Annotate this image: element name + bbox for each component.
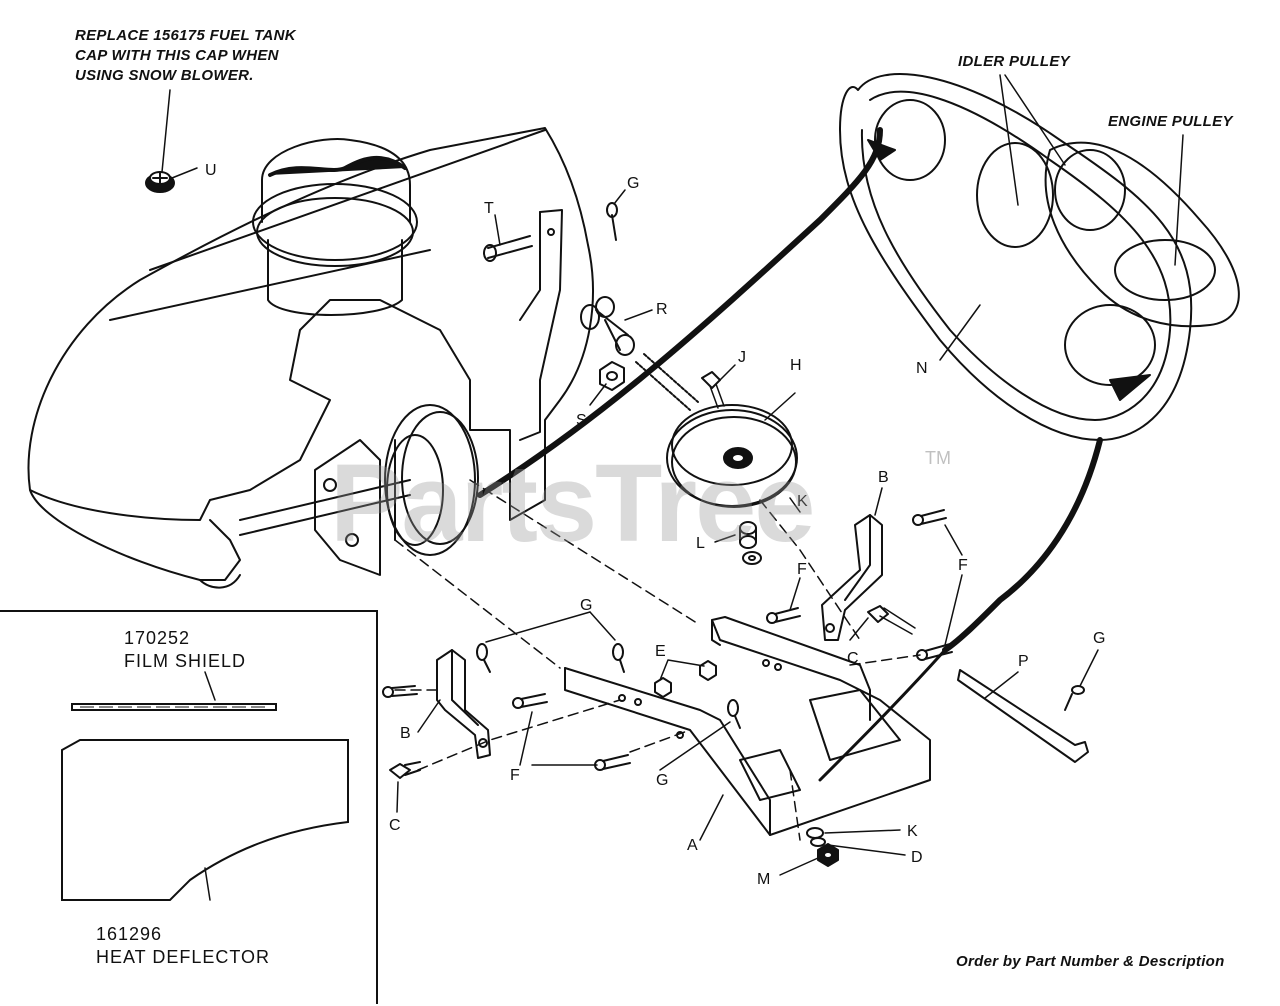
drive-pulley-left <box>384 404 479 556</box>
part-k-washer-top <box>742 551 762 565</box>
callout-c: C <box>389 817 401 834</box>
callout-d: D <box>911 849 923 866</box>
part-n-belt <box>477 73 1240 782</box>
part-h-idler-pulley <box>666 404 798 508</box>
part-r-spacer <box>580 296 635 356</box>
part-d-lockwasher <box>810 837 826 847</box>
callout-m: M <box>757 871 770 888</box>
callout-j: J <box>738 349 746 366</box>
callout-h: H <box>790 357 802 374</box>
fuel-cap-ring <box>252 183 418 261</box>
callout-labels: U T G R S J H N B K L F F C P G G E B C … <box>205 162 1105 888</box>
callout-e: E <box>655 643 666 660</box>
part-bolt-left-b <box>382 685 418 698</box>
callout-n: N <box>916 360 928 377</box>
fuel-cap <box>261 138 411 223</box>
callout-g: G <box>580 597 592 614</box>
part-g-pin-left-b <box>612 643 625 673</box>
part-j-bolt <box>701 371 725 409</box>
callout-g: G <box>627 175 639 192</box>
watermark: PartsTree <box>330 442 815 565</box>
part-p-pin <box>957 669 1089 763</box>
part-k-washer-bottom <box>806 827 824 839</box>
leader-lines <box>161 74 1184 901</box>
film-shield-name: FILM SHIELD <box>124 651 247 671</box>
callout-b: B <box>400 725 411 742</box>
callout-c: C <box>847 650 859 667</box>
order-by-note: Order by Part Number & Description <box>956 953 1225 970</box>
part-f-pin-mid <box>766 607 801 624</box>
part-a-hitch-frame <box>564 616 931 836</box>
callout-k: K <box>797 493 808 510</box>
callout-t: T <box>484 200 494 217</box>
part-g-pin-left-a <box>476 643 491 673</box>
part-g-pin-top <box>606 202 618 241</box>
part-b-bracket-right <box>821 514 883 641</box>
tractor-hood <box>27 127 594 521</box>
part-u-cap <box>145 171 175 193</box>
callout-k: K <box>907 823 918 840</box>
callout-p: P <box>1018 653 1029 670</box>
heat-deflector-number: 161296 <box>96 924 163 944</box>
part-l-spacer <box>739 521 757 549</box>
callout-b: B <box>878 469 889 486</box>
tractor-nose <box>29 489 241 581</box>
callout-s: S <box>576 412 587 429</box>
inset-drawing <box>61 703 349 901</box>
alignment-dashes <box>394 479 921 841</box>
film-shield-strip <box>71 703 277 711</box>
callout-u: U <box>205 162 217 179</box>
fuel-cap-note-line: REPLACE 156175 FUEL TANK <box>75 27 296 44</box>
film-shield-number: 170252 <box>124 628 191 648</box>
part-f-pin-left-a <box>512 693 548 709</box>
callout-g: G <box>656 772 668 789</box>
fuel-tank-neck <box>267 239 403 316</box>
callout-f: F <box>958 557 968 574</box>
callout-r: R <box>656 301 668 318</box>
drive-shaft <box>239 479 411 536</box>
part-c-bolt-right <box>867 605 916 635</box>
part-b-bracket-left <box>436 649 491 759</box>
idler-pulley-label: IDLER PULLEY <box>958 53 1070 70</box>
part-f-pin-right-top <box>912 509 947 526</box>
part-s-nut <box>599 361 625 391</box>
fuel-cap-note: REPLACE 156175 FUEL TANK CAP WITH THIS C… <box>75 26 296 86</box>
part-e-nuts <box>654 660 717 698</box>
shaft-bracket-plate <box>314 439 381 576</box>
fuel-cap-note-line: CAP WITH THIS CAP WHEN <box>75 47 279 64</box>
part-f-pin-left-b <box>594 754 631 771</box>
mount-bracket <box>519 209 563 441</box>
engine-pulley-label: ENGINE PULLEY <box>1108 113 1233 130</box>
callout-f: F <box>510 767 520 784</box>
heat-deflector-name: HEAT DEFLECTOR <box>96 947 271 967</box>
callout-g: G <box>1093 630 1105 647</box>
part-g-pin-right <box>1064 685 1085 711</box>
part-c-bolt-left <box>389 761 421 779</box>
threaded-shaft <box>635 353 699 411</box>
part-m-nut <box>817 843 839 867</box>
fuel-cap-note-line: USING SNOW BLOWER. <box>75 67 254 84</box>
watermark-tm: TM <box>925 448 951 468</box>
callout-a: A <box>687 837 698 854</box>
inset-panel: 170252 FILM SHIELD 161296 HEAT DEFLECTOR <box>0 610 378 1004</box>
callout-l: L <box>696 535 705 552</box>
heat-deflector-outline <box>61 739 349 901</box>
part-g-pin-left-c <box>727 699 741 729</box>
hood-top-edge <box>149 129 546 271</box>
callout-f: F <box>797 561 807 578</box>
part-t-bolt <box>483 235 533 262</box>
